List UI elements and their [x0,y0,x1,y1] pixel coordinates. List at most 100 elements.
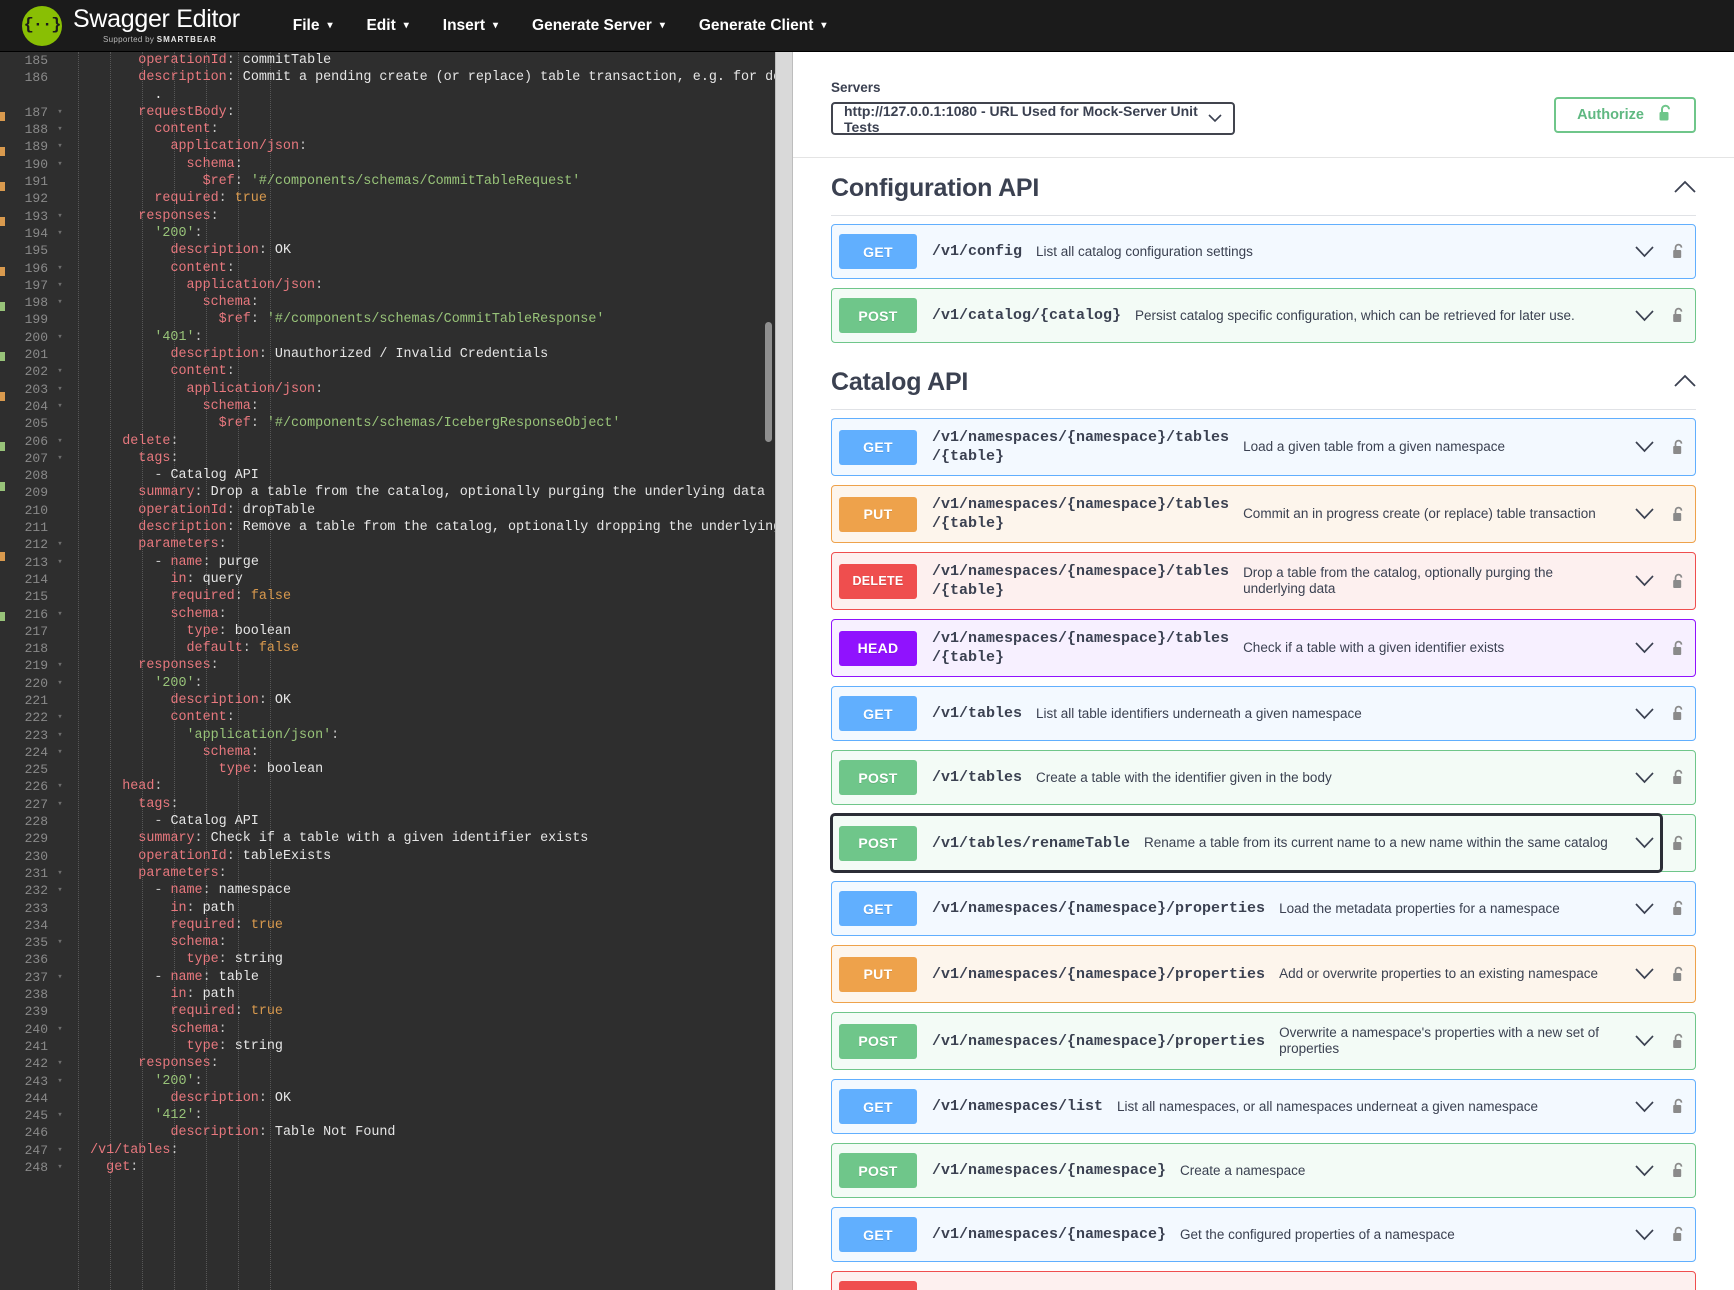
code-line[interactable]: 206▾ delete: [0,433,775,450]
fold-toggle-icon[interactable]: ▾ [57,556,63,567]
chevron-down-icon[interactable] [1627,1100,1661,1113]
unlock-icon[interactable] [1661,620,1695,676]
code-line[interactable]: 226▾ head: [0,778,775,795]
code-line[interactable]: 199 $ref: '#/components/schemas/CommitTa… [0,311,775,328]
menu-item-edit[interactable]: Edit ▾ [349,9,425,43]
unlock-icon[interactable] [1661,1080,1695,1133]
chevron-down-icon[interactable] [1627,575,1661,587]
unlock-icon[interactable] [1661,486,1695,542]
code-line[interactable]: 242▾ responses: [0,1055,775,1072]
code-line[interactable]: 222▾ content: [0,709,775,726]
code-line[interactable]: 203▾ application/json: [0,381,775,398]
code-line[interactable]: 210 operationId: dropTable [0,502,775,519]
unlock-icon[interactable] [1661,289,1695,342]
code-line[interactable]: 192 required: true [0,190,775,207]
code-line[interactable]: 218 default: false [0,640,775,657]
code-line[interactable]: 202▾ content: [0,363,775,380]
code-line[interactable]: 205 $ref: '#/components/schemas/IcebergR… [0,415,775,432]
fold-toggle-icon[interactable]: ▾ [57,366,63,377]
fold-toggle-icon[interactable]: ▾ [57,331,63,342]
code-line[interactable]: 193▾ responses: [0,208,775,225]
chevron-up-icon[interactable] [1674,374,1696,392]
fold-toggle-icon[interactable]: ▾ [57,106,63,117]
code-line[interactable]: 223▾ 'application/json': [0,727,775,744]
code-line[interactable]: 220▾ '200': [0,675,775,692]
fold-toggle-icon[interactable]: ▾ [57,435,63,446]
code-line[interactable]: 236 type: string [0,951,775,968]
fold-toggle-icon[interactable]: ▾ [57,1162,63,1172]
code-line[interactable]: 234 required: true [0,917,775,934]
code-line[interactable]: 211 description: Remove a table from the… [0,519,775,536]
unlock-icon[interactable] [1661,882,1695,935]
fold-toggle-icon[interactable]: ▾ [57,539,63,550]
operation-row[interactable]: GET/v1/namespaces/{namespace}/tables /{t… [831,418,1696,476]
code-line[interactable]: 243▾ '200': [0,1073,775,1090]
chevron-up-icon[interactable] [1674,180,1696,198]
operation-row[interactable]: POST/v1/namespaces/{namespace}/propertie… [831,1012,1696,1070]
operation-summary[interactable]: PUT/v1/namespaces/{namespace}/properties… [832,946,1661,1002]
operation-row[interactable]: HEAD/v1/namespaces/{namespace}/tables /{… [831,619,1696,677]
chevron-down-icon[interactable] [1627,642,1661,654]
code-line[interactable]: 230 operationId: tableExists [0,848,775,865]
code-line[interactable]: 229 summary: Check if a table with a giv… [0,830,775,847]
fold-toggle-icon[interactable]: ▾ [57,383,63,394]
code-line[interactable]: 227▾ tags: [0,796,775,813]
operation-summary[interactable]: POST/v1/namespaces/{namespace}Create a n… [832,1144,1661,1197]
operation-summary[interactable]: PUT/v1/namespaces/{namespace}/tables /{t… [832,486,1661,542]
code-line[interactable]: 200▾ '401': [0,329,775,346]
fold-toggle-icon[interactable]: ▾ [57,452,63,463]
editor-scrollbar-thumb[interactable] [765,322,772,442]
unlock-icon[interactable] [1661,1013,1695,1069]
code-line[interactable]: 239 required: true [0,1003,775,1020]
chevron-down-icon[interactable] [1627,1228,1661,1241]
fold-toggle-icon[interactable]: ▾ [57,227,63,238]
fold-toggle-icon[interactable]: ▾ [57,608,63,619]
code-line[interactable]: 209 summary: Drop a table from the catal… [0,484,775,501]
operation-summary[interactable]: POST/v1/catalog/{catalog}Persist catalog… [832,289,1661,342]
fold-toggle-icon[interactable]: ▾ [57,712,63,723]
panel-divider[interactable] [775,52,793,1290]
code-line[interactable]: 240▾ schema: [0,1021,775,1038]
operation-summary[interactable]: GET/v1/namespaces/{namespace}Get the con… [832,1208,1661,1261]
fold-toggle-icon[interactable]: ▾ [57,297,63,308]
code-line[interactable]: 224▾ schema: [0,744,775,761]
code-line[interactable]: 238 in: path [0,986,775,1003]
chevron-down-icon[interactable] [1627,1164,1661,1177]
code-line[interactable]: 231▾ parameters: [0,865,775,882]
operation-summary[interactable]: GET/v1/namespaces/{namespace}/properties… [832,882,1661,935]
fold-toggle-icon[interactable]: ▾ [57,937,63,948]
code-line[interactable]: 195 description: OK [0,242,775,259]
chevron-down-icon[interactable] [1627,441,1661,453]
authorize-button[interactable]: Authorize [1554,97,1696,133]
code-line[interactable]: 194▾ '200': [0,225,775,242]
fold-toggle-icon[interactable]: ▾ [57,124,63,135]
code-line[interactable]: 215 required: false [0,588,775,605]
unlock-icon[interactable] [1661,946,1695,1002]
chevron-down-icon[interactable] [1627,245,1661,258]
code-line[interactable]: 186 description: Commit a pending create… [0,69,775,86]
chevron-down-icon[interactable] [1627,771,1661,784]
code-line[interactable]: 191 $ref: '#/components/schemas/CommitTa… [0,173,775,190]
chevron-down-icon[interactable] [1627,902,1661,915]
menu-item-generate-server[interactable]: Generate Server ▾ [515,9,682,43]
fold-toggle-icon[interactable]: ▾ [57,400,63,411]
chevron-down-icon[interactable] [1627,837,1661,849]
unlock-icon[interactable] [1661,419,1695,475]
chevron-down-icon[interactable] [1627,508,1661,520]
operation-row[interactable]: DELETE [831,1271,1696,1290]
tag-header[interactable]: Catalog API [831,352,1696,410]
fold-toggle-icon[interactable]: ▾ [57,210,63,221]
code-line[interactable]: 198▾ schema: [0,294,775,311]
fold-toggle-icon[interactable]: ▾ [57,729,63,740]
fold-toggle-icon[interactable]: ▾ [57,677,63,688]
code-line[interactable]: 241 type: string [0,1038,775,1055]
code-line[interactable]: 201 description: Unauthorized / Invalid … [0,346,775,363]
code-line[interactable]: 204▾ schema: [0,398,775,415]
code-line[interactable]: 244 description: OK [0,1090,775,1107]
code-line[interactable]: 185 operationId: commitTable [0,52,775,69]
fold-toggle-icon[interactable]: ▾ [57,1144,63,1155]
code-line[interactable]: 232▾ - name: namespace [0,882,775,899]
